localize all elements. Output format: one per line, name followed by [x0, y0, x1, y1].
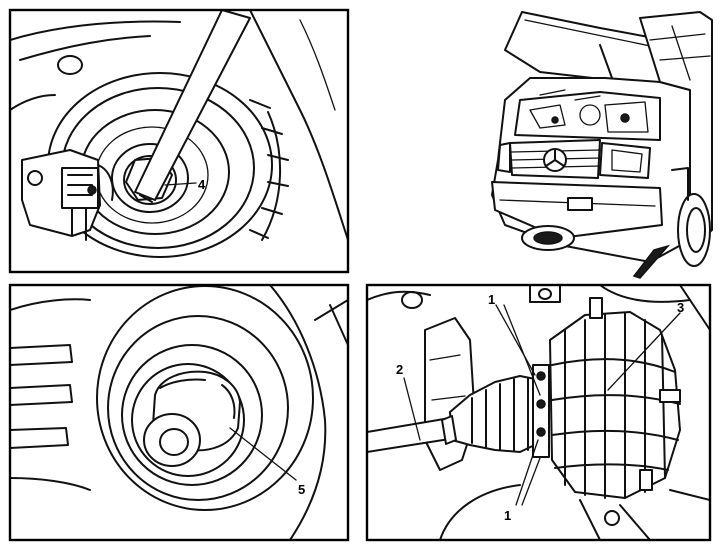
callout-2: 2 [396, 362, 403, 377]
callout-1-bottom: 1 [504, 508, 511, 523]
callout-3: 3 [677, 300, 684, 315]
panel-bottom-left: 5 [8, 283, 350, 542]
callout-4: 4 [198, 177, 206, 192]
callout-5: 5 [298, 482, 305, 497]
van-illustration [491, 11, 713, 279]
callout-1-top: 1 [488, 292, 495, 307]
panel-top-left: 4 [8, 8, 350, 274]
panel-bottom-right: 1 2 3 1 [365, 283, 712, 542]
